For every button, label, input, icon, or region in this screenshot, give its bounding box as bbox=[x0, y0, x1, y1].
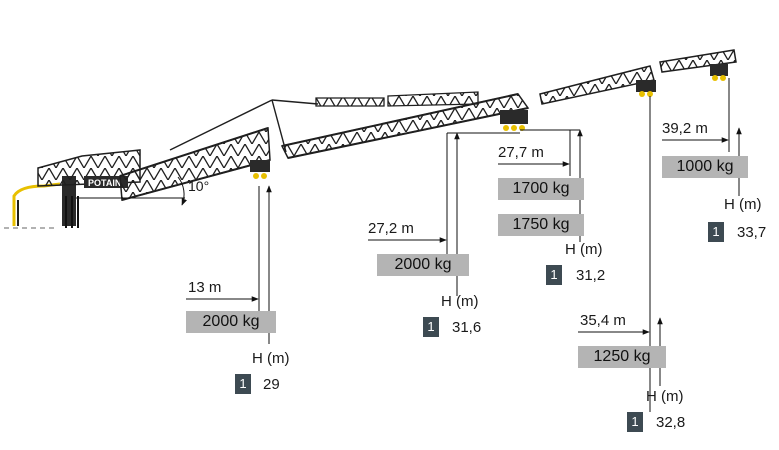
config-3-load-alt: 1750 kg bbox=[498, 214, 584, 236]
angle-indicator bbox=[76, 176, 187, 206]
config-4-distance: 35,4 m bbox=[580, 312, 626, 329]
config-4-load: 1250 kg bbox=[578, 346, 666, 368]
config-2-height-label: H (m) bbox=[441, 293, 479, 310]
config-5-load: 1000 kg bbox=[662, 156, 748, 178]
counter-jib: POTAIN bbox=[37, 149, 141, 188]
jib-section-2 bbox=[280, 93, 530, 159]
config-2-distance: 27,2 m bbox=[368, 220, 414, 237]
brand-logo: POTAIN bbox=[88, 178, 121, 188]
config-4-height-label: H (m) bbox=[646, 388, 684, 405]
tie-cables bbox=[169, 99, 319, 153]
config-1-index-badge: 1 bbox=[235, 374, 251, 394]
config-3-height-label: H (m) bbox=[565, 241, 603, 258]
config-4-index-badge: 1 bbox=[627, 412, 643, 432]
config-5-height-label: H (m) bbox=[724, 196, 762, 213]
config-1-load: 2000 kg bbox=[186, 311, 276, 333]
trolley-2 bbox=[500, 110, 528, 131]
config-3-distance: 27,7 m bbox=[498, 144, 544, 161]
config-4-height-value: 32,8 bbox=[656, 414, 686, 431]
config-1-height-value: 29 bbox=[263, 376, 280, 393]
config-3-height-value: 31,2 bbox=[576, 267, 606, 284]
config-2-height-value: 31,6 bbox=[452, 319, 482, 336]
config-5-height-value: 33,7 bbox=[737, 224, 767, 241]
config-3-load: 1700 kg bbox=[498, 178, 584, 200]
config-5-index-badge: 1 bbox=[708, 222, 724, 242]
config-3-index-badge: 1 bbox=[546, 265, 562, 285]
config-2-index-badge: 1 bbox=[423, 317, 439, 337]
jib-section-4 bbox=[659, 49, 737, 73]
trolley-3 bbox=[636, 80, 656, 97]
angle-label: 10° bbox=[188, 178, 210, 194]
config-2-load: 2000 kg bbox=[377, 254, 469, 276]
trolley-4 bbox=[710, 64, 728, 81]
trolley-1 bbox=[250, 160, 270, 179]
config-1-height-label: H (m) bbox=[252, 350, 290, 367]
folded-jib-segment-1 bbox=[315, 97, 385, 107]
folded-jib-segment-2 bbox=[387, 91, 479, 107]
config-5-distance: 39,2 m bbox=[662, 120, 708, 137]
dimension-lines-config-5 bbox=[662, 78, 742, 196]
config-1-distance: 13 m bbox=[188, 279, 222, 296]
